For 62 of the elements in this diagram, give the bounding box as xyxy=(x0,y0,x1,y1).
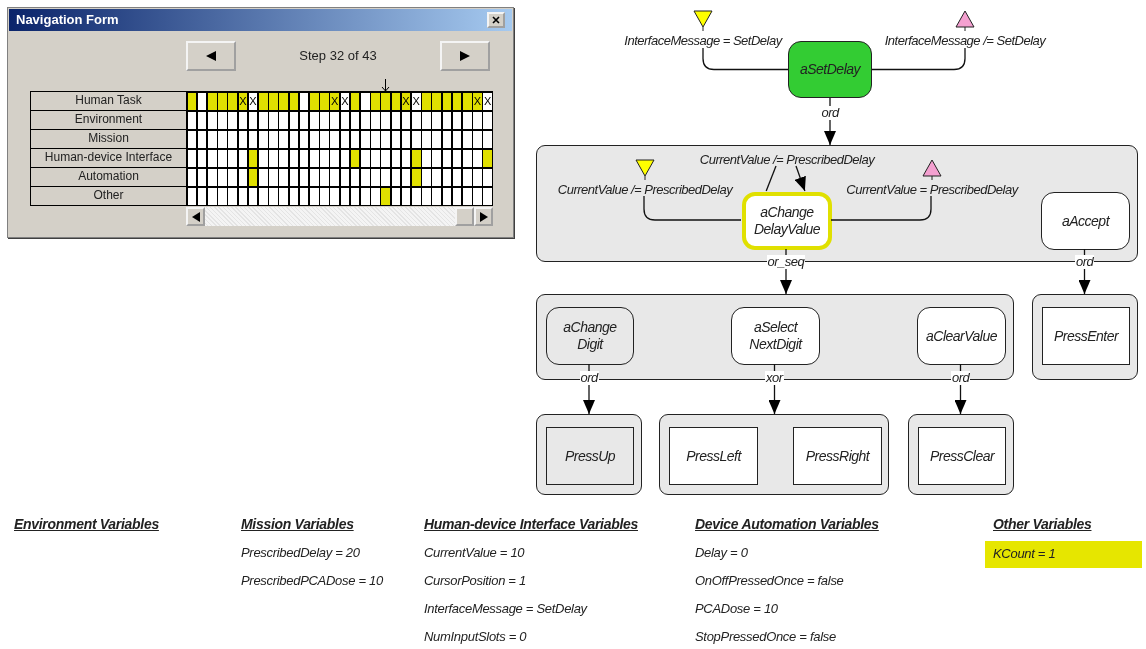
action-box: PressLeft xyxy=(669,427,758,485)
section-heading: Human-device Interface Variables xyxy=(424,516,638,532)
timeline-cell: X xyxy=(238,92,248,110)
group-panel xyxy=(536,294,1014,380)
row-header: Other xyxy=(30,186,187,206)
connector-line xyxy=(643,195,742,221)
timeline-cell: X xyxy=(340,92,350,110)
condition-label: CurrentValue /= PrescribedDelay xyxy=(548,181,742,197)
connector-line xyxy=(871,47,966,71)
arrow xyxy=(794,165,806,192)
condition-label: CurrentValue = PrescribedDelay xyxy=(837,181,1027,197)
task-box: aAccept xyxy=(1041,192,1130,250)
variable-value: OnOffPressedOnce = false xyxy=(695,573,844,588)
task-box: aSelect NextDigit xyxy=(731,307,820,365)
variable-value: KCount = 1 xyxy=(985,541,1142,568)
action-box: PressUp xyxy=(546,427,634,485)
variable-value: CursorPosition = 1 xyxy=(424,573,526,588)
section-heading: Mission Variables xyxy=(241,516,354,532)
task-box: aChange Digit xyxy=(546,307,634,365)
timeline-cell: X xyxy=(483,92,492,110)
action-box: PressClear xyxy=(918,427,1006,485)
window-title: Navigation Form xyxy=(16,12,119,27)
timeline-cell: X xyxy=(248,92,258,110)
section-heading: Device Automation Variables xyxy=(695,516,879,532)
step-counter: Step 32 of 43 xyxy=(298,48,378,64)
timeline-cell: X xyxy=(330,92,339,110)
group-panel xyxy=(659,414,889,495)
group-panel xyxy=(536,414,642,495)
repeat-condition: CurrentValue /= PrescribedDelay xyxy=(687,151,887,167)
task-box: aChange DelayValue xyxy=(742,192,832,250)
variable-value: PrescribedDelay = 20 xyxy=(241,545,360,560)
timeline-cell: X xyxy=(411,92,421,110)
edge-label: xor xyxy=(765,371,784,385)
connector-line xyxy=(830,195,932,221)
connector-line xyxy=(702,47,789,71)
variable-value: PCADose = 10 xyxy=(695,601,778,616)
timeline-cell: X xyxy=(473,92,482,110)
variable-value: StopPressedOnce = false xyxy=(695,629,836,644)
edge-label: ord xyxy=(1075,255,1095,269)
variable-value: CurrentValue = 10 xyxy=(424,545,525,560)
arrow xyxy=(824,97,836,146)
edge-label: ord xyxy=(820,106,840,120)
group-panel xyxy=(1032,294,1138,380)
edge-label: or_seq xyxy=(766,255,806,269)
condition-label: InterfaceMessage = SetDelay xyxy=(618,32,788,48)
variable-value: PrescribedPCADose = 10 xyxy=(241,573,383,588)
section-heading: Environment Variables xyxy=(14,516,159,532)
variable-value: InterfaceMessage = SetDelay xyxy=(424,601,587,616)
row-header: Human Task xyxy=(30,91,187,111)
section-heading: Other Variables xyxy=(993,516,1092,532)
timeline-cell: X xyxy=(401,92,411,110)
action-box: PressRight xyxy=(793,427,882,485)
task-box: aClearValue xyxy=(917,307,1006,365)
variable-value: Delay = 0 xyxy=(695,545,748,560)
edge-label: ord xyxy=(951,371,971,385)
group-panel xyxy=(908,414,1014,495)
action-box: PressEnter xyxy=(1042,307,1130,365)
connector-line xyxy=(765,165,777,192)
task-box: aSetDelay xyxy=(788,41,872,98)
condition-label: InterfaceMessage /= SetDelay xyxy=(880,32,1050,48)
edge-label: ord xyxy=(579,371,599,385)
variable-value: NumInputSlots = 0 xyxy=(424,629,527,644)
